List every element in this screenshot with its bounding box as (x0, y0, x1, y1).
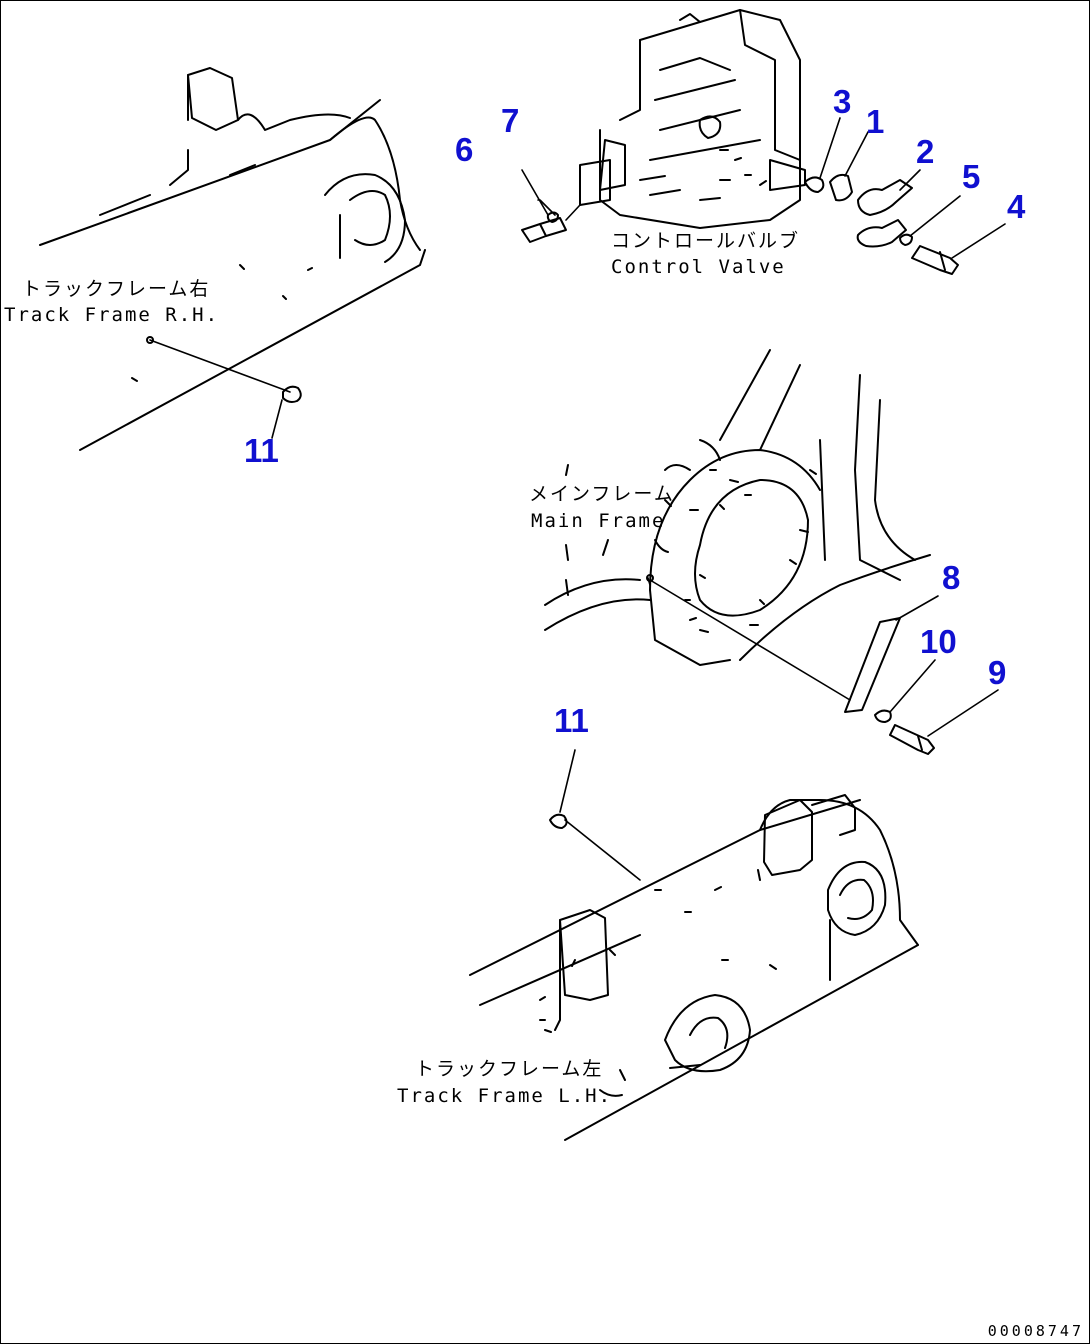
part-number-11-right: 11 (244, 432, 279, 469)
track-frame-rh-drawing (39, 67, 426, 451)
part-number-11-left: 11 (554, 702, 589, 739)
part-number-10: 10 (920, 623, 957, 660)
track-frame-rh-label-jp: トラックフレーム右 (22, 278, 211, 300)
part-number-4: 4 (1007, 188, 1026, 225)
part-number-8: 8 (942, 559, 961, 596)
track-frame-lh-drawing (469, 749, 919, 1141)
part-number-3: 3 (833, 83, 852, 120)
main-frame-label-en: Main Frame (531, 510, 666, 532)
part-number-5: 5 (962, 158, 981, 195)
control-valve-label-jp: コントロールバルブ (611, 230, 801, 252)
track-frame-lh-label-jp: トラックフレーム左 (415, 1058, 604, 1080)
part-number-1: 1 (866, 103, 885, 140)
part-number-7: 7 (501, 102, 520, 139)
main-frame-drawing (544, 349, 999, 755)
track-frame-rh-label-en: Track Frame R.H. (4, 304, 220, 326)
part-number-9: 9 (988, 654, 1007, 691)
part-number-2: 2 (916, 133, 935, 170)
part-number-6: 6 (455, 131, 474, 168)
control-valve-drawing (521, 9, 1006, 275)
main-frame-label-jp: メインフレーム (529, 483, 675, 505)
control-valve-label-en: Control Valve (611, 256, 786, 278)
document-id: 00008747 (987, 1322, 1084, 1340)
track-frame-lh-label-en: Track Frame L.H. (397, 1085, 613, 1107)
